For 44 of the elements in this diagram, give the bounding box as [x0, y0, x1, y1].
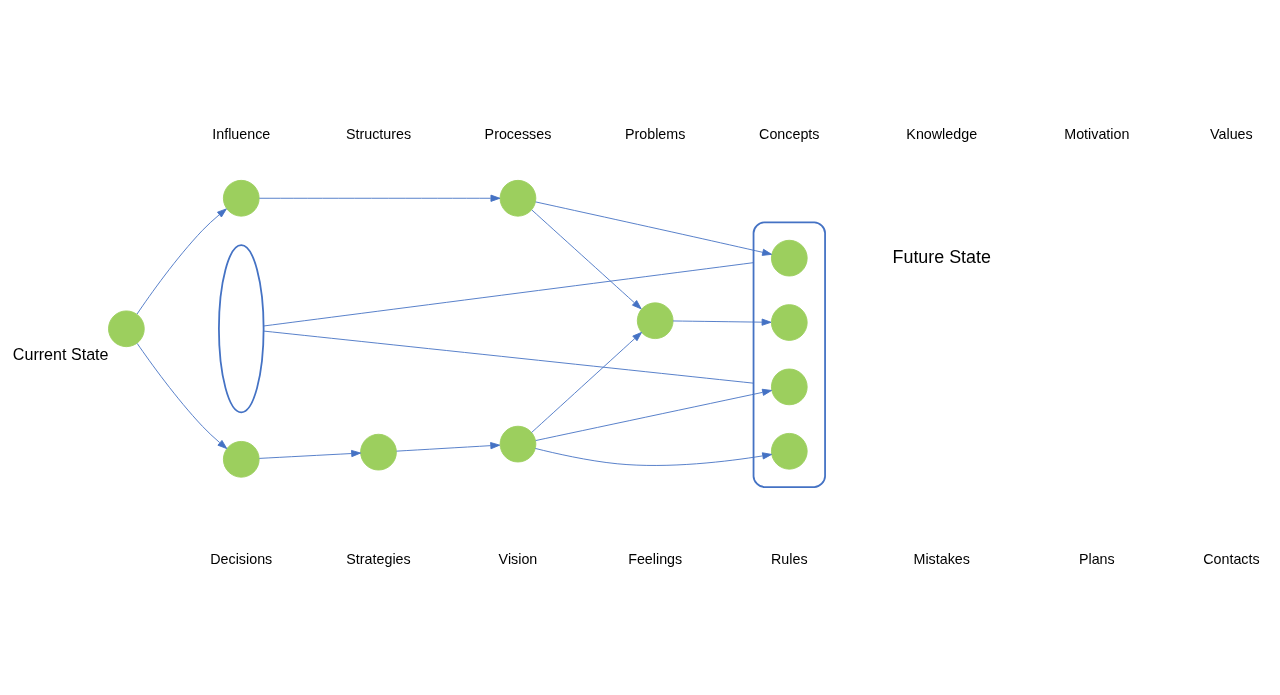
arrow	[258, 194, 501, 202]
arrow	[258, 449, 362, 459]
node-circle	[770, 432, 808, 470]
arrow	[531, 209, 642, 309]
node-circle	[222, 179, 260, 217]
node-label: Future State	[892, 246, 991, 267]
label: Knowledge	[906, 125, 978, 142]
cluster	[752, 221, 826, 488]
node-circle	[636, 301, 674, 339]
label: Structures	[345, 125, 412, 142]
label: Concepts	[759, 125, 820, 142]
label: Values	[1210, 125, 1253, 142]
arrow	[535, 201, 772, 256]
arrow	[136, 342, 228, 449]
label: Decisions	[210, 550, 273, 567]
node-ellipse	[218, 243, 265, 413]
connector	[263, 261, 754, 326]
label: Contacts	[1203, 550, 1260, 567]
label: Processes	[484, 125, 552, 142]
label: Vision	[498, 550, 538, 567]
node-circle	[499, 425, 537, 462]
arrow	[136, 207, 227, 314]
label: Problems	[625, 125, 686, 142]
node-circle	[108, 309, 145, 347]
arrow	[396, 441, 501, 452]
arrow	[534, 447, 773, 466]
node-circle	[499, 179, 537, 217]
connector	[263, 330, 754, 384]
label: Plans	[1078, 550, 1115, 567]
label: Feelings	[628, 550, 683, 567]
node-circle	[770, 368, 808, 405]
node-label: Current State	[12, 344, 109, 363]
label: Rules	[771, 550, 808, 567]
label: Motivation	[1064, 125, 1130, 142]
node-circle	[770, 239, 808, 276]
label: Influence	[212, 125, 271, 142]
arrow	[535, 388, 772, 441]
label: Strategies	[346, 550, 411, 567]
label: Mistakes	[913, 550, 970, 567]
arrow	[531, 331, 642, 433]
node-circle	[222, 440, 260, 478]
node-circle	[770, 303, 808, 341]
arrow	[672, 318, 772, 326]
node-circle	[360, 433, 397, 470]
